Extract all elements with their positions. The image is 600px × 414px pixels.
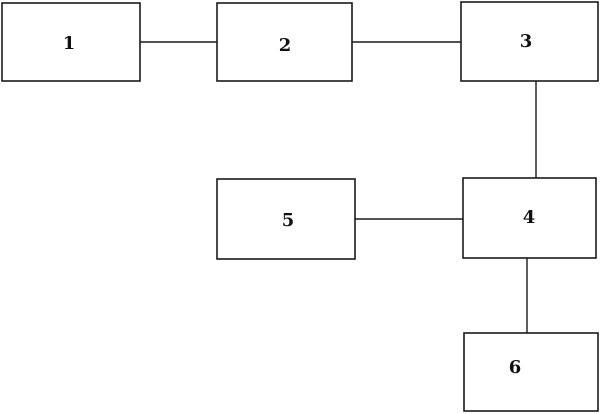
box-2: 2 bbox=[216, 2, 353, 82]
box-1-frame bbox=[1, 2, 141, 82]
box-6-frame bbox=[463, 332, 599, 412]
box-5-label: 5 bbox=[282, 210, 295, 231]
box-5-frame bbox=[216, 178, 356, 260]
box-4: 4 bbox=[462, 177, 597, 259]
box-4-label: 4 bbox=[523, 207, 536, 228]
box-2-frame bbox=[216, 2, 353, 82]
box-3: 3 bbox=[460, 1, 599, 82]
box-5: 5 bbox=[216, 178, 356, 260]
box-1: 1 bbox=[1, 2, 141, 82]
box-6-label: 6 bbox=[509, 357, 522, 378]
box-3-label: 3 bbox=[520, 31, 533, 52]
box-1-label: 1 bbox=[63, 33, 76, 54]
box-6: 6 bbox=[463, 332, 599, 412]
box-2-label: 2 bbox=[279, 35, 292, 56]
box-3-frame bbox=[460, 1, 599, 82]
box-4-frame bbox=[462, 177, 597, 259]
